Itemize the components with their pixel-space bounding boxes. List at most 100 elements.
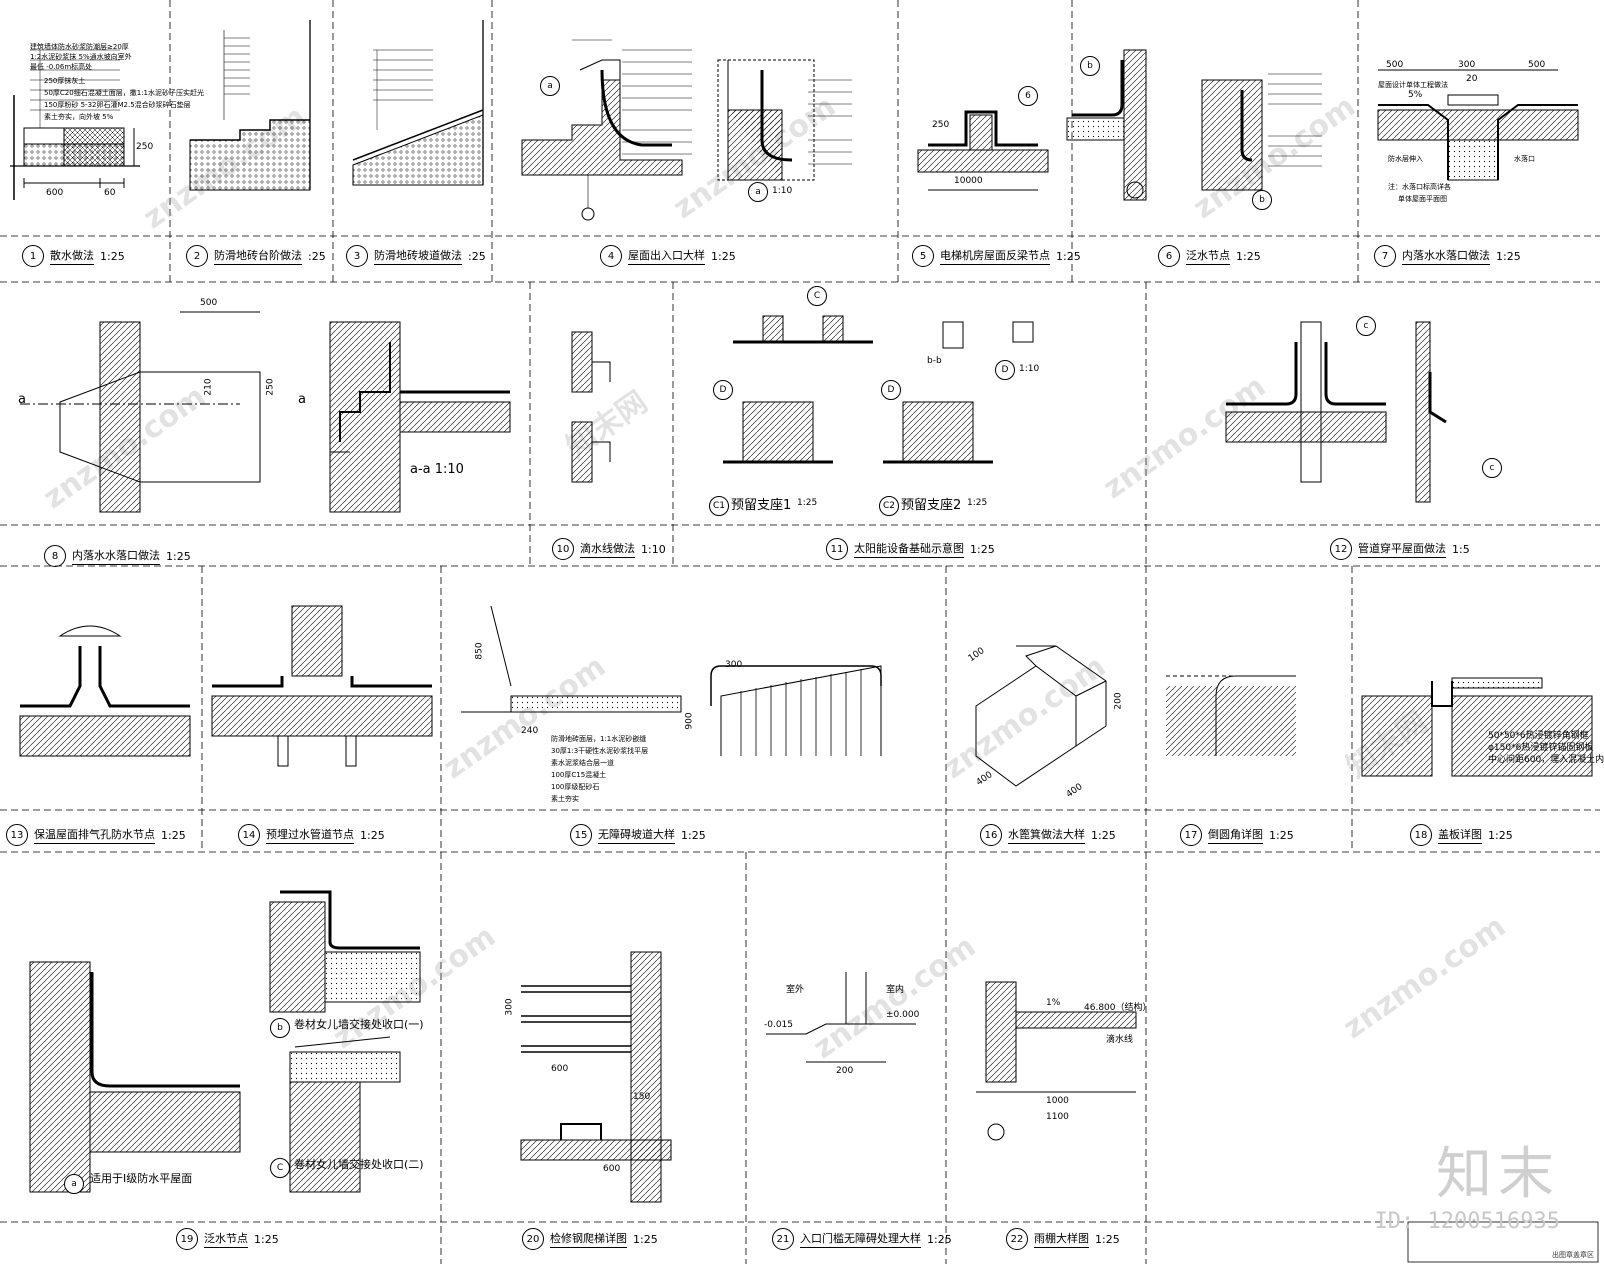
detail-22-drawing: 46.800（结构） 1% 滴水线 1000 1100 <box>946 852 1152 1222</box>
detail-21-drawing: 室外 室内 -0.015 ±0.000 200 <box>746 852 946 1222</box>
dim-text: 1:10 <box>1019 364 1040 374</box>
detail-title: 管道穿平屋面做法 <box>1358 540 1446 558</box>
sub-title: 预留支座1 <box>731 498 792 513</box>
detail-number: 15 <box>570 824 592 846</box>
detail-16-drawing: 400 400 200 100 <box>946 566 1146 810</box>
detail-number: 13 <box>6 824 28 846</box>
detail-scale: 1:25 <box>633 1232 658 1246</box>
detail-caption: 15 无障碍坡道大样 1:25 <box>570 824 706 846</box>
dim-text: 1000 <box>1046 1096 1069 1106</box>
detail-3-drawing <box>333 0 492 236</box>
section-bubble: a <box>540 76 560 96</box>
detail-scale: 1:25 <box>1095 1232 1120 1246</box>
dim-text: 250 <box>932 120 950 130</box>
dim-text: 500 <box>1386 60 1404 70</box>
detail-2-drawing <box>170 0 333 236</box>
detail-title: 内落水水落口做法 <box>1402 247 1490 265</box>
detail-scale: 1:25 <box>927 1232 952 1246</box>
dim-text: 1:10 <box>772 186 793 196</box>
detail-title: 屋面出入口大样 <box>628 247 705 265</box>
note-line: 150厚粉砂 5-32卵石灌M2.5混合砂浆碎石垫层 <box>44 101 191 109</box>
detail-15-drawing: 850 240 300 900 防滑地砖面层，1:1水泥砂嵌缝 30厚1:3干硬… <box>441 566 946 810</box>
dim-text: 室外 <box>786 985 805 995</box>
detail-6-drawing: b b <box>1066 0 1358 236</box>
dim-text: 300 <box>725 660 743 670</box>
detail-7-drawing: 500 300 500 5% 20 屋面设计单体工程做法 防水层伸入 水落口 注… <box>1358 0 1600 236</box>
note-line: 防水层伸入 <box>1388 155 1423 163</box>
detail-scale: 1:25 <box>681 828 706 842</box>
detail-scale: 1:25 <box>1496 249 1521 263</box>
detail-number: 12 <box>1330 538 1352 560</box>
note-line: 50*50*6热浸镀锌角钢框 <box>1488 731 1589 741</box>
note-line: 100厚级配砂石 <box>551 783 600 791</box>
note-line: 1:2水泥砂浆抹 5%通水坡向室外 <box>30 53 132 61</box>
section-bubble: C <box>270 1158 290 1178</box>
detail-18-drawing: 50*50*6热浸镀锌角钢框 φ150*6热浸镀锌锚固钢板 中心间距600，埋入… <box>1352 566 1604 810</box>
detail-11-drawing: C D D D 1:10 b-b C1 预留支座1 1:25 C2 预留支座2 … <box>673 282 1146 525</box>
detail-13-drawing <box>0 566 202 810</box>
dim-text: 1100 <box>1046 1112 1069 1122</box>
section-mark: a <box>298 392 306 407</box>
detail-title: 防滑地砖台阶做法 <box>214 247 302 265</box>
note-line: 中心间距600，埋入混凝土内 <box>1488 755 1604 765</box>
detail-number: 4 <box>600 245 622 267</box>
detail-number: 14 <box>238 824 260 846</box>
note-line: 250厚抹灰土 <box>44 77 86 85</box>
sub-title: 预留支座2 <box>901 498 962 513</box>
dim-text: ±0.000 <box>886 1010 920 1020</box>
detail-number: 22 <box>1006 1228 1028 1250</box>
note-line: 建筑墙体防水砂浆防潮层≥20厚 <box>30 43 129 51</box>
asset-id: ID: 1200516935 <box>1374 1209 1560 1234</box>
sub-title: 卷材女儿墙交接处收口(二) <box>294 1158 424 1171</box>
detail-8-drawing: 500 250 210 a a a-a 1:10 <box>0 282 530 525</box>
note-line: 防滑地砖面层，1:1水泥砂嵌缝 <box>551 735 647 743</box>
dim-text: 200 <box>1113 692 1124 710</box>
sub-title: 适用于I级防水平屋面 <box>90 1172 193 1185</box>
dim-text: 600 <box>551 1064 569 1074</box>
dim-text: 300 <box>504 998 515 1016</box>
detail-title: 滴水线做法 <box>580 540 635 558</box>
detail-title: 预埋过水管道节点 <box>266 826 354 844</box>
dim-text: 150 <box>633 1092 651 1102</box>
detail-title: 入口门槛无障碍处理大样 <box>800 1230 921 1248</box>
detail-title: 盖板详图 <box>1438 826 1482 844</box>
detail-title: 泛水节点 <box>1186 247 1230 265</box>
detail-number: 16 <box>980 824 1002 846</box>
detail-5-drawing: 6 10000 250 <box>898 0 1072 236</box>
section-mark: a <box>18 392 26 407</box>
detail-number: 1 <box>22 245 44 267</box>
detail-title: 水篦箕做法大样 <box>1008 826 1085 844</box>
dim-text: b-b <box>927 356 942 366</box>
detail-number: 5 <box>912 245 934 267</box>
dim-text: 20 <box>1466 74 1478 84</box>
detail-title: 散水做法 <box>50 247 94 265</box>
dim-text: 室内 <box>886 985 905 995</box>
detail-scale: 1:25 <box>166 549 191 563</box>
detail-title: 无障碍坡道大样 <box>598 826 675 844</box>
detail-number: 11 <box>826 538 848 560</box>
detail-scale: 1:25 <box>100 249 125 263</box>
dim-text: 850 <box>474 642 485 660</box>
note-line: 屋面设计单体工程做法 <box>1378 81 1448 89</box>
detail-title: 雨棚大样图 <box>1034 1230 1089 1248</box>
detail-scale: 1:25 <box>360 828 385 842</box>
dim-text: 10000 <box>954 176 983 186</box>
detail-12-drawing: c c <box>1146 282 1600 525</box>
section-bubble: c <box>1356 316 1376 336</box>
dim-text: 46.800（结构） <box>1084 1003 1152 1013</box>
dim-text: 900 <box>684 712 695 730</box>
detail-number: 19 <box>176 1228 198 1250</box>
dim-text: 500 <box>200 298 218 308</box>
section-bubble: C1 <box>709 496 729 516</box>
section-bubble: D <box>995 360 1015 380</box>
dim-text: 1:25 <box>967 498 988 508</box>
note-line: 100厚C15混凝土 <box>551 771 607 779</box>
